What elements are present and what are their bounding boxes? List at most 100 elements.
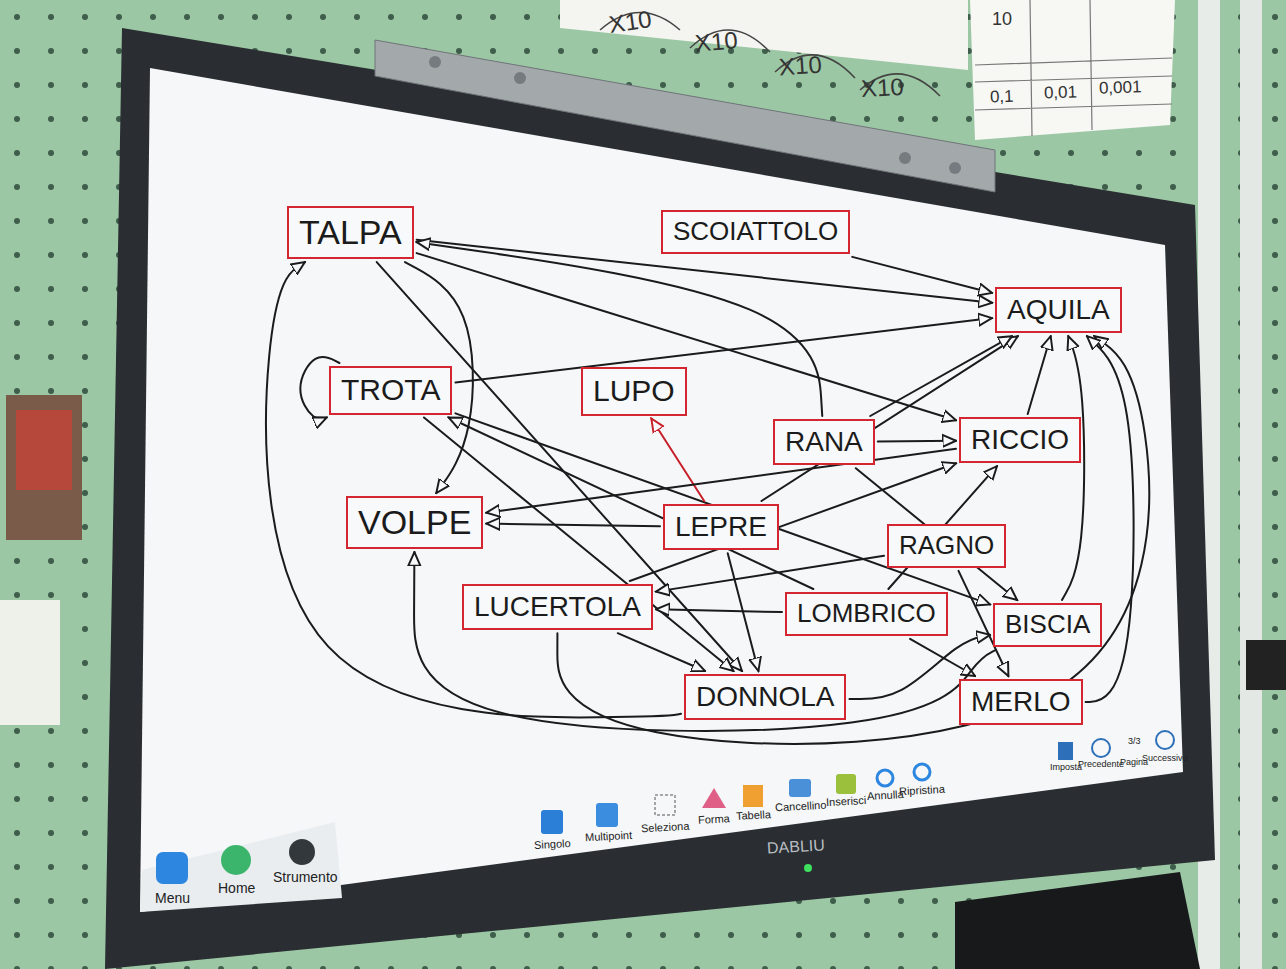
food-chain-arrow [486, 524, 660, 527]
place-value-poster [970, 0, 1175, 140]
screen-label: X10 [694, 27, 739, 57]
animal-box: SCOIATTOLO [661, 210, 850, 254]
animal-name: VOLPE [358, 503, 471, 542]
screen-label: 0,1 [990, 88, 1014, 108]
animal-name: RANA [785, 426, 863, 458]
table-icon [743, 785, 763, 807]
next-icon [1156, 731, 1174, 749]
screen-label: Strumento [273, 870, 338, 885]
insert-icon [836, 774, 856, 794]
redo-icon [914, 764, 930, 780]
animal-name: LUPO [593, 374, 675, 409]
food-chain-arrow [449, 418, 814, 590]
screen-label: Menu [155, 891, 190, 906]
food-chain-arrow [557, 336, 1149, 744]
multipoint-icon [596, 803, 618, 827]
animal-box: TROTA [329, 366, 452, 415]
previous-icon [1092, 739, 1110, 757]
animal-box: AQUILA [995, 287, 1122, 333]
food-chain-arrow [618, 633, 705, 671]
power-led [804, 864, 812, 872]
animal-name: TALPA [299, 213, 402, 252]
screw [429, 56, 441, 68]
animal-name: AQUILA [1007, 294, 1110, 326]
food-chain-arrow [417, 242, 823, 416]
settings-icon [1058, 742, 1073, 760]
monitor-bezel [105, 28, 1215, 969]
animal-name: LEPRE [675, 511, 767, 543]
animal-box: MERLO [959, 679, 1083, 725]
food-chain-arrow [910, 639, 975, 676]
food-chain-arrow [455, 413, 990, 604]
screen-label: Multipoint [585, 829, 633, 844]
photo-print-figure [16, 410, 72, 490]
animal-box: RICCIO [959, 417, 1081, 463]
screen-label: 0,01 [1044, 83, 1078, 103]
screen-label: Home [218, 881, 255, 896]
animal-box: BISCIA [993, 603, 1102, 647]
screen-label: Ripristina [899, 783, 945, 797]
food-chain-arrow [414, 552, 996, 731]
animal-name: RICCIO [971, 424, 1069, 456]
screw [514, 72, 526, 84]
menu-icon [156, 852, 188, 884]
food-chain-arrow [1086, 336, 1134, 702]
screen-label: Successivo [1142, 754, 1188, 764]
food-chain-arrow [852, 257, 992, 293]
laptop [955, 872, 1200, 969]
screen-label: 3/3 [1128, 737, 1141, 747]
whiteboard-screen [140, 68, 1183, 912]
animal-box: LUPO [581, 367, 687, 416]
screw [949, 162, 961, 174]
animal-name: RAGNO [899, 531, 994, 561]
food-chain-arrow [878, 440, 956, 443]
screen-label: Annulla [867, 788, 904, 802]
screen-label: X10 [860, 74, 904, 103]
screen-label: Precedente [1078, 760, 1124, 770]
animal-box: VOLPE [346, 496, 483, 549]
animal-name: SCOIATTOLO [673, 217, 838, 247]
conduit-pipe [1240, 0, 1262, 969]
screen-label: X10 [607, 6, 653, 38]
pen-icon [541, 810, 563, 834]
wall-socket [1246, 640, 1286, 690]
screen-label: DABLIU [767, 836, 826, 857]
animal-name: DONNOLA [696, 681, 834, 713]
animal-box: DONNOLA [684, 674, 846, 720]
eraser-icon [789, 779, 811, 797]
screen-label: Cancellino [775, 799, 827, 814]
tool-panel [140, 822, 342, 912]
animal-name: LOMBRICO [797, 599, 936, 629]
screen-label: X10 [778, 52, 822, 81]
food-chain-arrow [656, 556, 884, 592]
animal-box: LUCERTOLA [462, 584, 653, 630]
screen-label: Forma [698, 812, 730, 826]
animal-box: RAGNO [887, 524, 1006, 568]
metal-bar [375, 40, 995, 192]
animal-name: TROTA [341, 373, 440, 408]
animal-name: BISCIA [1005, 610, 1090, 640]
shape-icon [702, 788, 726, 808]
screen-label: Imposta [1050, 763, 1082, 773]
animal-name: LUCERTOLA [474, 591, 641, 623]
screen-label: Singolo [534, 837, 571, 851]
screen-label: 0,001 [1099, 78, 1142, 98]
food-chain-arrow [656, 609, 782, 612]
animal-name: MERLO [971, 686, 1071, 718]
screen-label: Tabella [736, 808, 771, 822]
screen-label: Seleziona [641, 820, 690, 835]
food-chain-arrow [1062, 336, 1084, 600]
food-chain-arrow [1028, 336, 1051, 414]
food-chain-arrow [266, 262, 681, 717]
animal-box: TALPA [287, 206, 414, 259]
food-chain-arrow [417, 253, 956, 420]
screw [899, 152, 911, 164]
food-chain-arrow [870, 336, 1012, 416]
screen-label: 10 [992, 10, 1012, 30]
photo-print [6, 395, 82, 540]
animal-box: LEPRE [663, 504, 779, 550]
animal-box: LOMBRICO [785, 592, 948, 636]
wall-paper [0, 600, 60, 725]
